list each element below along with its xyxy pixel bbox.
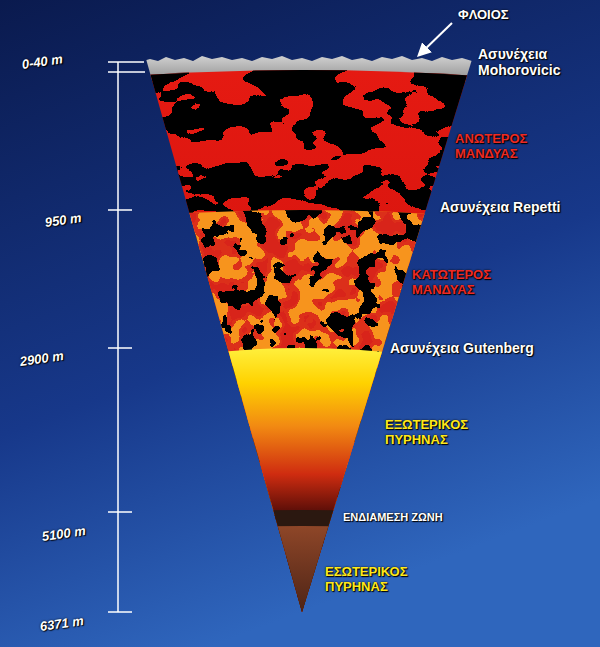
discontinuity-label: Ασυνέχεια Mohorovicic: [478, 46, 592, 78]
discontinuity-label: Ασυνέχεια Gutenberg: [390, 340, 534, 356]
depth-label: 0-40 m: [21, 52, 64, 73]
transition-zone-layer: [100, 510, 504, 620]
depth-label: 950 m: [44, 211, 83, 231]
depth-label: 5100 m: [41, 524, 87, 545]
layer-name: ΚΑΤΩΤΕΡΟΣ ΜΑΝΔΥΑΣ: [412, 268, 517, 298]
crust-pointer-arrow: [419, 23, 452, 55]
crust-label: ΦΛΟΙΟΣ: [458, 8, 509, 23]
depth-label: 6371 m: [39, 614, 85, 635]
outer-core-layer: [100, 348, 504, 620]
layer-name: ΕΣΩΤΕΡΙΚΟΣ ΠΥΡΗΝΑΣ: [325, 565, 435, 595]
layer-name: ΑΝΩΤΕΡΟΣ ΜΑΝΔΥΑΣ: [455, 132, 555, 162]
depth-label: 2900 m: [19, 349, 65, 370]
layer-name: ΕΞΩΤΕΡΙΚΟΣ ΠΥΡΗΝΑΣ: [385, 418, 495, 448]
depth-bracket: [108, 62, 145, 612]
inner-core-layer: [100, 526, 504, 620]
discontinuity-label: Ασυνέχεια Repetti: [440, 199, 560, 215]
earth-wedge: [100, 56, 504, 620]
zone-label: ΕΝΔΙΑΜΕΣΗ ΖΩΝΗ: [343, 511, 443, 524]
